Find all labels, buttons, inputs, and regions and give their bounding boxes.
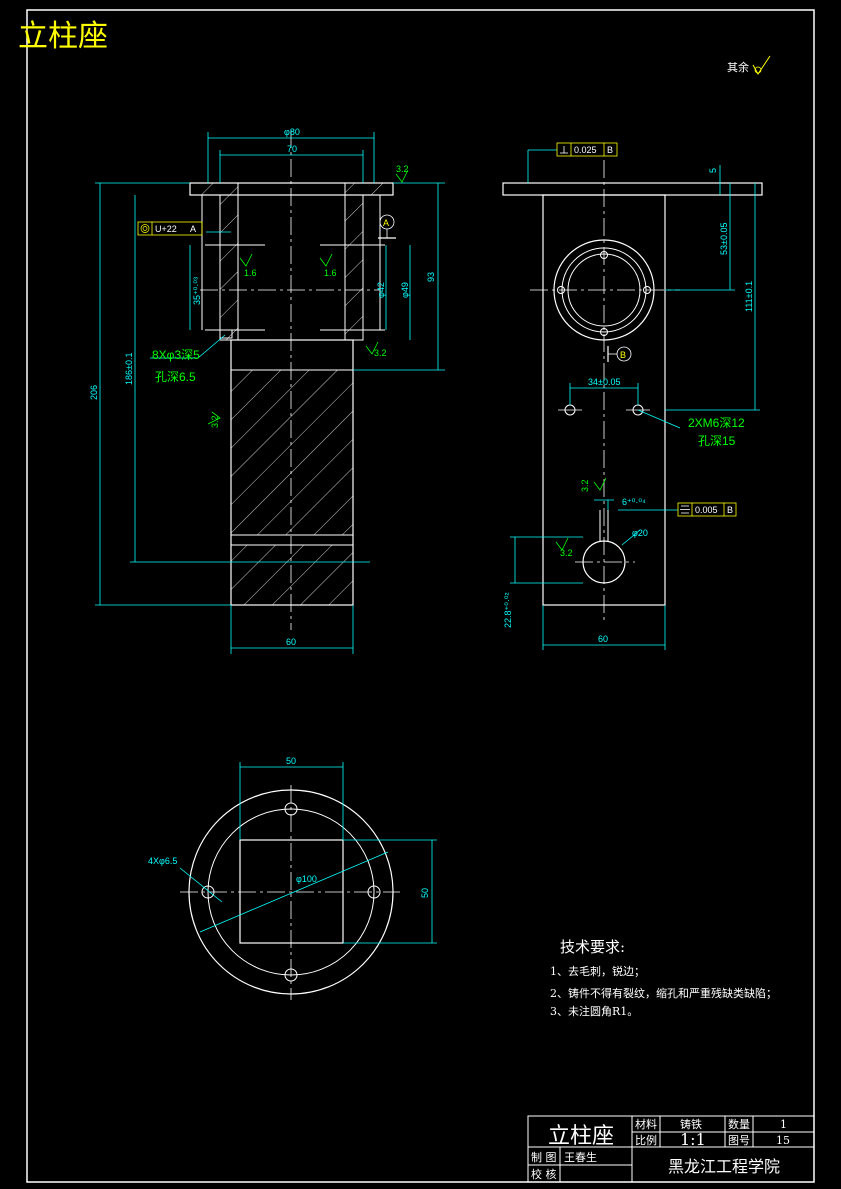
dim-50-top: 50 — [286, 756, 296, 766]
tb-material-value: 铸铁 — [680, 1117, 702, 1131]
datum-b-label: B — [620, 350, 626, 360]
roughness-circle-icon — [754, 66, 762, 74]
tech-item-3: 3、未注圆角R1。 — [550, 1004, 638, 1018]
dim-111: 111±0.1 — [744, 281, 754, 312]
datum-a-label: A — [383, 218, 389, 228]
sym-value: 0.005 — [695, 505, 718, 515]
tb-qty-value: 1 — [780, 1118, 787, 1131]
dim-60-front: 60 — [286, 637, 296, 647]
tb-drawn-label: 制 图 — [531, 1151, 557, 1164]
dim-22-8: 22.8⁺⁰·⁰² — [503, 593, 513, 628]
thread-note-1: 2XM6深12 — [688, 416, 745, 430]
symmetry-frame — [677, 502, 737, 517]
side-view-dimensions — [510, 149, 760, 650]
dim-93: 93 — [426, 272, 436, 282]
hole-note-2: 孔深6.5 — [155, 370, 196, 384]
dim-phi100: φ100 — [296, 874, 317, 884]
hole-note-1: 8Xφ3深5 — [152, 348, 200, 362]
dim-phi49: φ49 — [400, 282, 410, 298]
surface-note: 其余 — [727, 60, 749, 74]
dim-70: 70 — [287, 144, 297, 154]
rough-16-b: 1.6 — [324, 268, 337, 278]
tolerance-frame — [137, 221, 203, 236]
rough-32-side-a: 3.2 — [580, 479, 590, 492]
dim-53: 53±0.05 — [719, 223, 729, 255]
tolerance-datum: A — [190, 224, 196, 234]
dim-5: 5 — [708, 168, 718, 173]
dim-34: 34±0.05 — [588, 377, 620, 387]
drawing-frame — [26, 9, 815, 1183]
symmetry-icon — [680, 505, 690, 514]
tb-drawing-no-value: 15 — [776, 1134, 790, 1147]
rough-top-icon — [395, 169, 409, 183]
front-view-dimensions — [95, 132, 445, 654]
perpendicularity-frame — [556, 142, 618, 157]
top-view-dimensions — [179, 762, 437, 944]
rough-32-left: 3.2 — [210, 415, 220, 428]
roughness-marks-side — [555, 477, 607, 551]
dim-60-side: 60 — [598, 634, 608, 644]
tech-item-1: 1、去毛刺，锐边； — [550, 964, 645, 978]
dim-50-right: 50 — [420, 888, 430, 898]
tb-checked-label: 校 核 — [531, 1167, 557, 1181]
top-hole-note: 4Xφ6.5 — [148, 856, 177, 866]
perp-datum: B — [607, 145, 613, 155]
dim-phi42: φ42 — [376, 282, 386, 298]
tb-part-name: 立柱座 — [548, 1124, 614, 1149]
dim-6: 6⁺⁰·⁰⁴ — [622, 497, 646, 507]
dim-206: 206 — [89, 385, 99, 400]
rough-32-side-b: 3.2 — [560, 548, 573, 558]
tb-drawing-no-label: 图号 — [728, 1134, 750, 1147]
tb-material-label: 材料 — [635, 1117, 657, 1131]
tb-drawn-value: 王春生 — [564, 1150, 597, 1164]
dim-phi80: φ80 — [284, 127, 300, 137]
tb-scale-value: 1:1 — [680, 1130, 706, 1149]
top-view — [180, 785, 400, 1000]
side-view — [502, 160, 763, 620]
tb-qty-label: 数量 — [728, 1118, 750, 1131]
drawing-title: 立柱座 — [18, 19, 108, 54]
thread-note-2: 孔深15 — [698, 434, 736, 448]
tb-scale-label: 比例 — [635, 1133, 657, 1147]
perp-value: 0.025 — [574, 145, 597, 155]
sym-datum: B — [727, 505, 733, 515]
dim-phi20: φ20 — [632, 528, 648, 538]
tb-school: 黑龙江工程学院 — [668, 1157, 780, 1176]
rough-32-right: 3.2 — [374, 348, 387, 358]
tech-heading: 技术要求: — [560, 938, 625, 956]
tolerance-value: U+22 — [155, 224, 177, 234]
front-view — [189, 130, 394, 630]
roughness-symbol-icon — [752, 55, 771, 75]
concentricity-icon — [140, 224, 150, 233]
rough-top-label: 3.2 — [396, 164, 409, 174]
rough-16-a: 1.6 — [244, 268, 257, 278]
roughness-marks-front — [207, 253, 379, 425]
title-block — [527, 1115, 815, 1183]
dim-186: 186±0.1 — [124, 353, 134, 385]
tech-item-2: 2、铸件不得有裂纹，缩孔和严重残缺类缺陷； — [550, 986, 777, 1000]
dim-35: 35⁺⁰·⁰³ — [192, 277, 202, 305]
